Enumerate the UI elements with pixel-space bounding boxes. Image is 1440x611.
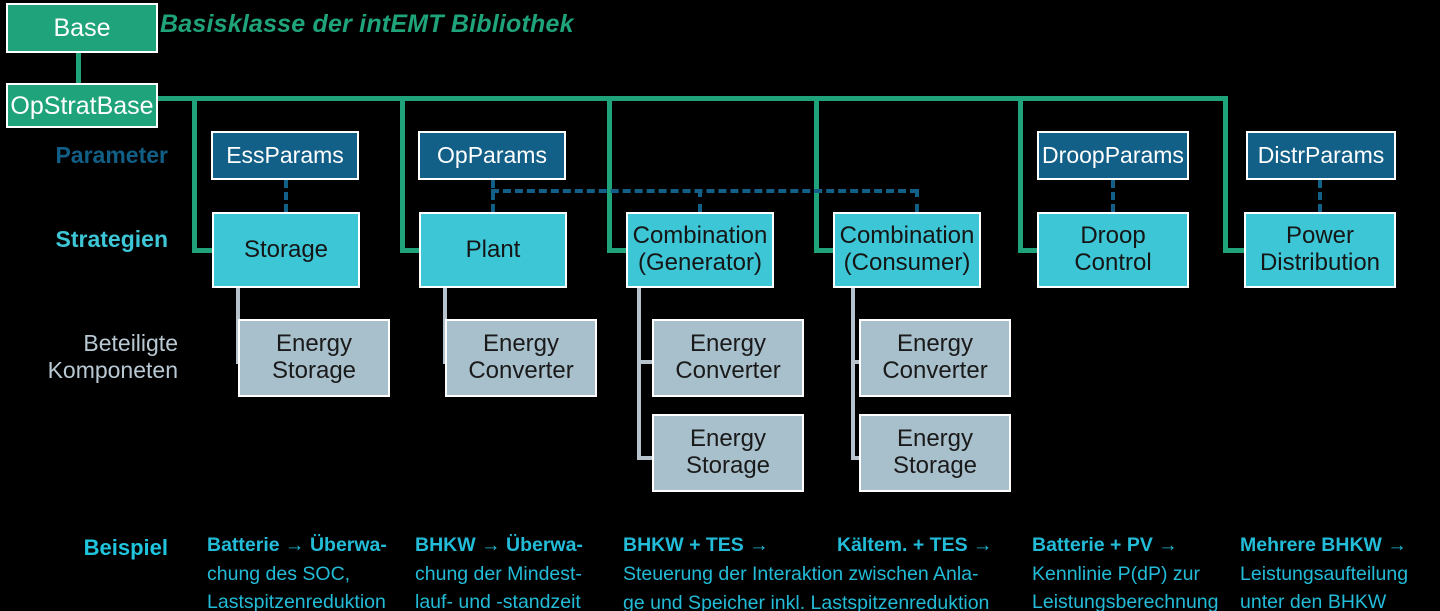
param-box-opparams[interactable]: OpParams <box>418 131 566 180</box>
row-label-parameter: Parameter <box>55 142 168 168</box>
connector-stub-col5 <box>1018 248 1043 253</box>
diagram-caption: Basisklasse der intEMT Bibliothek <box>160 10 574 38</box>
example-col2-lead: BHKW → Überwa- <box>415 534 583 557</box>
connector-stub-col3 <box>607 248 632 253</box>
param-box-essparams[interactable]: EssParams <box>211 131 359 180</box>
example-col3-lead-wrap: BHKW + TES → <box>623 503 823 560</box>
component-box-energy-converter-col4[interactable]: Energy Converter <box>859 319 1011 397</box>
dashed-bus-to-combination-generator <box>698 189 702 212</box>
connector-base-to-opstratbase <box>76 52 81 86</box>
row-label-strategien: Strategien <box>55 226 168 252</box>
example-col1: Batterie → Überwa- chung des SOC, Lastsp… <box>207 503 407 611</box>
dashed-distrparams-to-powerdistribution <box>1318 180 1322 212</box>
strategy-box-power-distribution[interactable]: Power Distribution <box>1244 212 1396 288</box>
component-box-energy-converter-col2[interactable]: Energy Converter <box>445 319 597 397</box>
connector-combcon-to-components-v <box>851 288 855 460</box>
component-box-energy-storage-col3[interactable]: Energy Storage <box>652 414 804 492</box>
example-col4-lead: Kältem. + TES → <box>837 534 993 557</box>
row-label-beispiel: Beispiel <box>83 535 168 560</box>
example-col6-lead: Mehrere BHKW → <box>1240 534 1407 557</box>
component-box-energy-converter-col3[interactable]: Energy Converter <box>652 319 804 397</box>
example-col2-body: chung der Mindest- lauf- und -standzeit <box>415 562 582 611</box>
example-col6-body: Leistungsaufteilung unter den BHKW <box>1240 562 1409 611</box>
connector-stub-col2 <box>400 248 425 253</box>
param-box-distrparams[interactable]: DistrParams <box>1246 131 1396 180</box>
connector-combgen-to-storage-h <box>637 456 659 460</box>
connector-stub-col6 <box>1223 248 1248 253</box>
strategy-box-droop-control[interactable]: Droop Control <box>1037 212 1189 288</box>
example-col1-lead: Batterie → Überwa- <box>207 534 387 557</box>
connector-bus-horizontal <box>158 96 1228 101</box>
dashed-opparams-to-plant <box>491 180 495 212</box>
example-col1-body: chung des SOC, Lastspitzenreduktion <box>207 562 386 611</box>
connector-combgen-to-converter-h <box>637 360 659 364</box>
class-box-opstratbase[interactable]: OpStratBase <box>6 83 158 128</box>
dashed-bus-to-combination-consumer <box>915 189 919 212</box>
example-merged-body: Steuerung der Interaktion zwischen Anla-… <box>623 532 1033 611</box>
connector-drop-col5 <box>1018 96 1023 252</box>
example-col2: BHKW → Überwa- chung der Mindest- lauf- … <box>415 503 615 611</box>
connector-stub-col1 <box>192 248 217 253</box>
connector-drop-col2 <box>400 96 405 252</box>
param-box-droopparams[interactable]: DroopParams <box>1037 131 1189 180</box>
connector-drop-col4 <box>814 96 819 252</box>
dashed-bus-opparams-to-combinations <box>491 189 918 193</box>
example-col6: Mehrere BHKW → Leistungsaufteilung unter… <box>1240 503 1440 611</box>
component-box-energy-storage-col1[interactable]: Energy Storage <box>238 319 390 397</box>
component-box-energy-storage-col4[interactable]: Energy Storage <box>859 414 1011 492</box>
example-col5-lead: Batterie + PV → <box>1032 534 1178 557</box>
example-col5: Batterie + PV → Kennlinie P(dP) zur Leis… <box>1032 503 1237 611</box>
strategy-box-combination-consumer[interactable]: Combination (Consumer) <box>833 212 981 288</box>
connector-drop-col6 <box>1223 96 1228 252</box>
connector-combgen-to-components-v <box>637 288 641 460</box>
dashed-droopparams-to-droopcontrol <box>1111 180 1115 212</box>
strategy-box-combination-generator[interactable]: Combination (Generator) <box>626 212 774 288</box>
connector-stub-col4 <box>814 248 839 253</box>
dashed-essparams-to-storage <box>284 180 288 212</box>
connector-drop-col1 <box>192 96 197 252</box>
class-box-base[interactable]: Base <box>6 3 158 53</box>
example-merged-body-text: Steuerung der Interaktion zwischen Anla-… <box>623 563 990 611</box>
strategy-box-storage[interactable]: Storage <box>212 212 360 288</box>
connector-drop-col3 <box>607 96 612 252</box>
strategy-box-plant[interactable]: Plant <box>419 212 567 288</box>
example-col4-lead-wrap: Kältem. + TES → <box>837 503 1037 560</box>
example-col5-body: Kennlinie P(dP) zur Leistungsberechnung <box>1032 562 1219 611</box>
example-col3-lead: BHKW + TES → <box>623 534 769 557</box>
row-label-komponenten: Beteiligte Komponeten <box>47 330 178 384</box>
